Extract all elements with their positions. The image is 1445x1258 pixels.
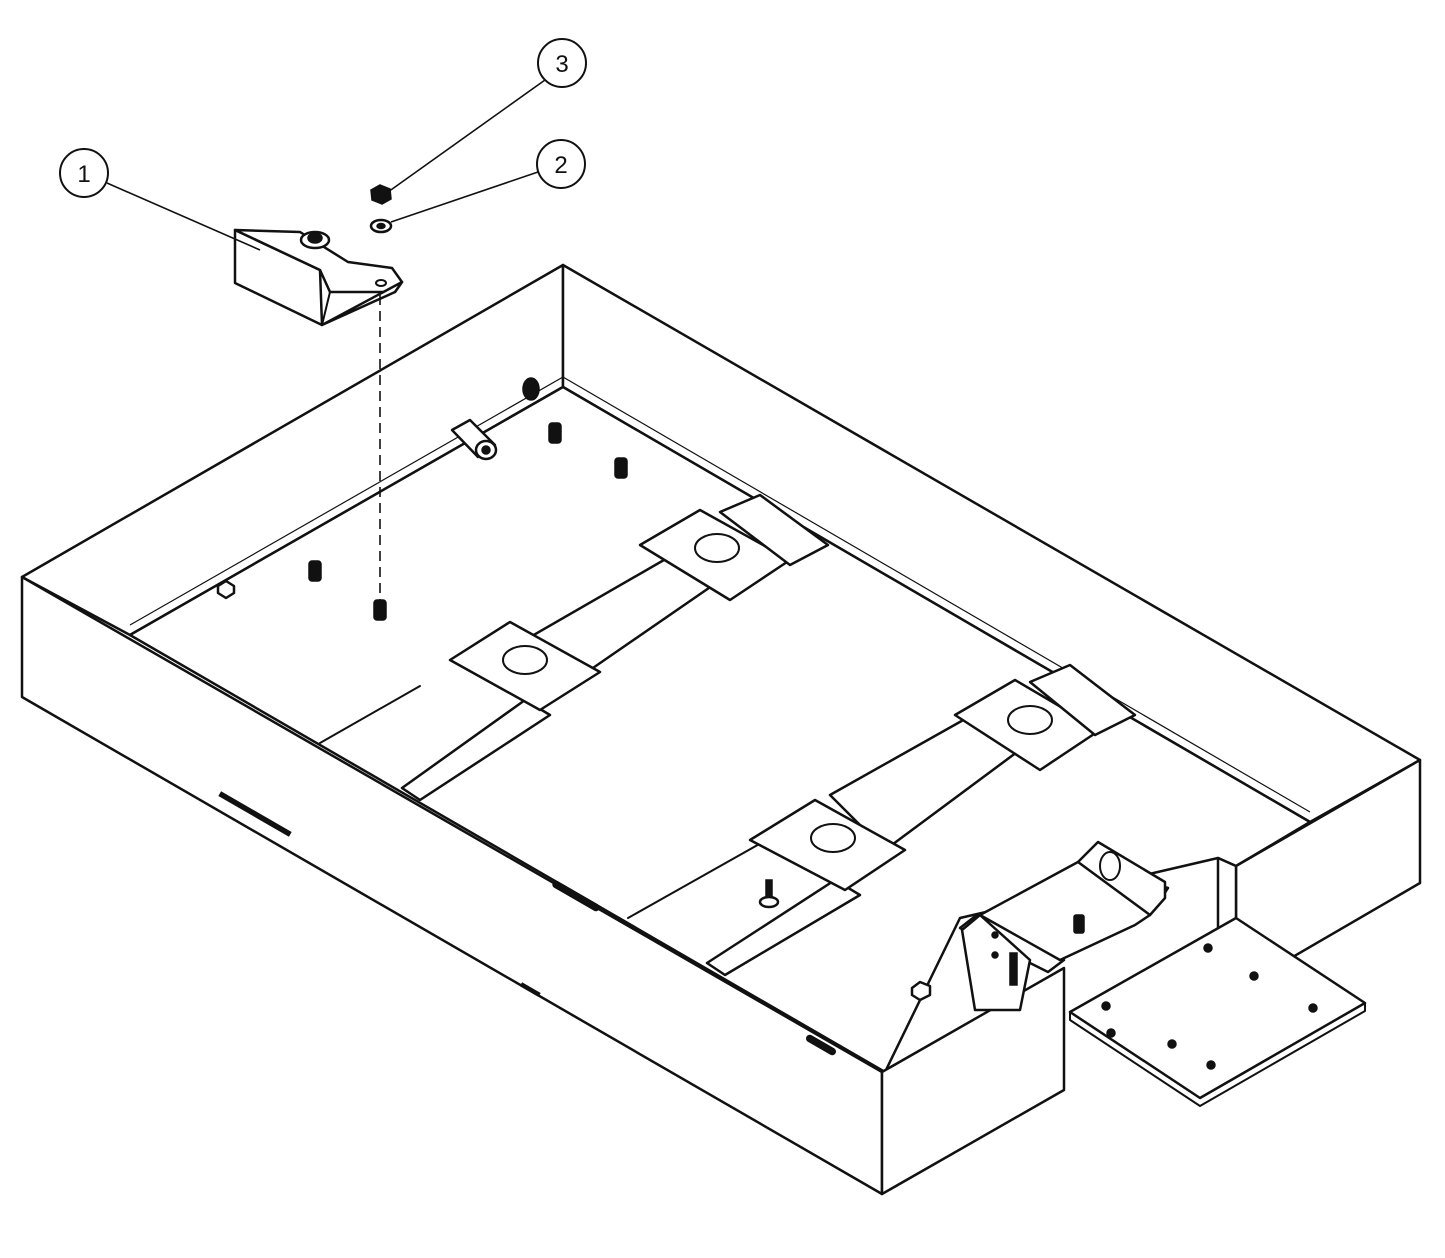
corner-bolt: [1009, 952, 1018, 986]
strap-right-top-hole: [1007, 705, 1053, 735]
strap-right-top-clip: [1028, 663, 1137, 737]
slot-1: [218, 791, 292, 837]
corner-raised-tab: [1076, 840, 1167, 917]
slot-4: [519, 982, 541, 997]
stud-2: [614, 457, 628, 479]
plate-hole-5: [1106, 1028, 1116, 1038]
callout-2: 2: [390, 139, 586, 223]
rim-line-left: [129, 376, 564, 626]
corner-bracket-side-plate: [960, 913, 1032, 1012]
plate-hole-4: [1308, 1003, 1318, 1013]
stud-4: [373, 599, 387, 621]
floor-screw: [758, 879, 780, 909]
strap-left-bottom-hole: [502, 645, 548, 675]
strap-right-band-front: [705, 878, 862, 977]
callout-2-leader: [390, 171, 539, 223]
callout-1-circle: [59, 148, 109, 198]
plate-hole-7: [1206, 1060, 1216, 1070]
strap-left-top-clip: [718, 493, 830, 567]
strap-right: [705, 663, 1137, 977]
plate-hole-2: [1249, 971, 1259, 981]
stud-3: [308, 560, 322, 582]
plate-hole-3: [1101, 1001, 1111, 1011]
slot-3: [805, 1034, 837, 1056]
strap-right-bottom-tab: [748, 798, 907, 892]
nut-body: [370, 184, 392, 205]
floor-divider-3: [627, 837, 771, 919]
part-3-nut: [370, 184, 392, 205]
mounting-plate-top: [1068, 916, 1367, 1100]
corner-stud: [1073, 914, 1085, 934]
strap-left: [400, 493, 830, 802]
callout-1-leader: [106, 182, 261, 251]
callout-3-leader: [387, 79, 546, 193]
callout-3-number: 3: [555, 51, 568, 78]
plate-hole-6: [1167, 1039, 1177, 1049]
callout-2-circle: [536, 139, 586, 189]
rim-line-right: [562, 376, 1311, 813]
callout-1-number: 1: [77, 161, 90, 188]
callout-3-circle: [537, 38, 587, 88]
bracket-lower-edge: [320, 280, 404, 327]
stud-1: [548, 422, 562, 444]
floor-divider-1: [319, 685, 421, 744]
bracket-grommet-core: [307, 232, 323, 244]
callout-1: 1: [59, 148, 261, 251]
part-2-washer: [369, 218, 393, 234]
small-nut-left: [216, 579, 236, 600]
corner-bracket-hole-2: [991, 951, 999, 959]
callout-3: 3: [387, 38, 587, 193]
plate-hole-1: [1203, 943, 1213, 953]
corner-bracket-hole-1: [991, 931, 999, 939]
wall-plug: [522, 377, 540, 401]
bracket-bend: [319, 269, 331, 326]
strap-left-bottom-tab: [448, 620, 602, 712]
mounting-plate-edge: [1069, 1002, 1366, 1107]
part-1-bracket: [233, 228, 404, 327]
slot-2: [552, 880, 600, 912]
bracket-hole: [375, 279, 387, 287]
callout-2-number: 2: [554, 152, 567, 179]
standoff: [450, 418, 498, 461]
corner-bracket: [958, 840, 1238, 1012]
strap-left-top-hole: [694, 533, 740, 563]
strap-right-bottom-hole: [810, 823, 856, 853]
washer-hole: [376, 222, 386, 230]
mounting-plate: [1068, 916, 1367, 1107]
corner-tab-slot: [1099, 851, 1121, 881]
floor-nut: [910, 980, 932, 1002]
strap-left-band-front: [400, 698, 552, 802]
tray-hardware: [216, 377, 932, 1002]
